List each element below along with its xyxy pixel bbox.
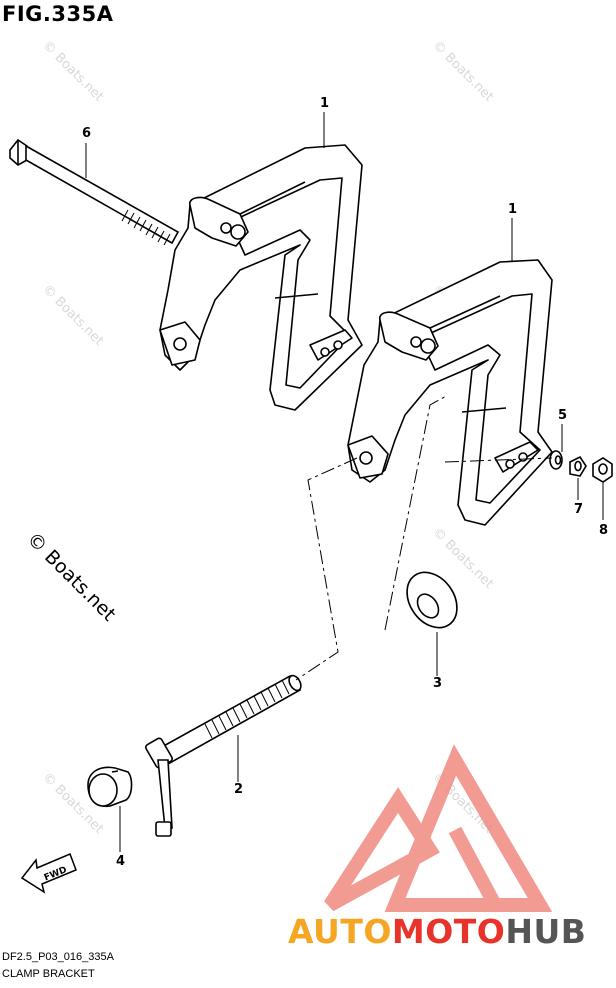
diagram-code: DF2.5_P03_016_335A	[2, 951, 114, 963]
part-1-upper-bracket	[159, 144, 363, 411]
callout-part-5: 5	[558, 408, 568, 423]
part-7-washer	[569, 455, 587, 477]
brand-moto: MOTO	[391, 912, 506, 951]
callout-part-3: 3	[433, 676, 443, 691]
callout-part-8: 8	[599, 523, 609, 538]
callout-part-6: 6	[82, 126, 92, 141]
callout-part-2: 2	[234, 782, 244, 797]
part-2-clamp-screw	[145, 674, 302, 837]
part-6-bolt	[9, 138, 180, 246]
part-4-cap	[87, 766, 133, 808]
assembly-center-lines	[295, 394, 553, 681]
part-3-pad	[406, 571, 458, 629]
fwd-arrow-icon: FWD	[20, 853, 77, 894]
part-5-washer	[549, 450, 563, 470]
part-8-nut	[592, 457, 613, 483]
brand-hub: HUB	[505, 912, 587, 951]
callout-part-1-upper: 1	[320, 96, 330, 111]
diagram-name: CLAMP BRACKET	[2, 968, 95, 980]
brand-logo-icon	[324, 744, 553, 912]
leader-lines	[85, 112, 604, 852]
callout-part-7: 7	[574, 502, 584, 517]
brand-auto: AUTO	[288, 912, 392, 951]
figure-title: FIG.335A	[2, 2, 114, 26]
callout-part-4: 4	[116, 854, 126, 869]
part-1-lower-bracket	[347, 259, 553, 526]
callout-part-1-lower: 1	[508, 202, 518, 217]
brand-wordmark: AUTOMOTOHUB	[288, 912, 586, 951]
